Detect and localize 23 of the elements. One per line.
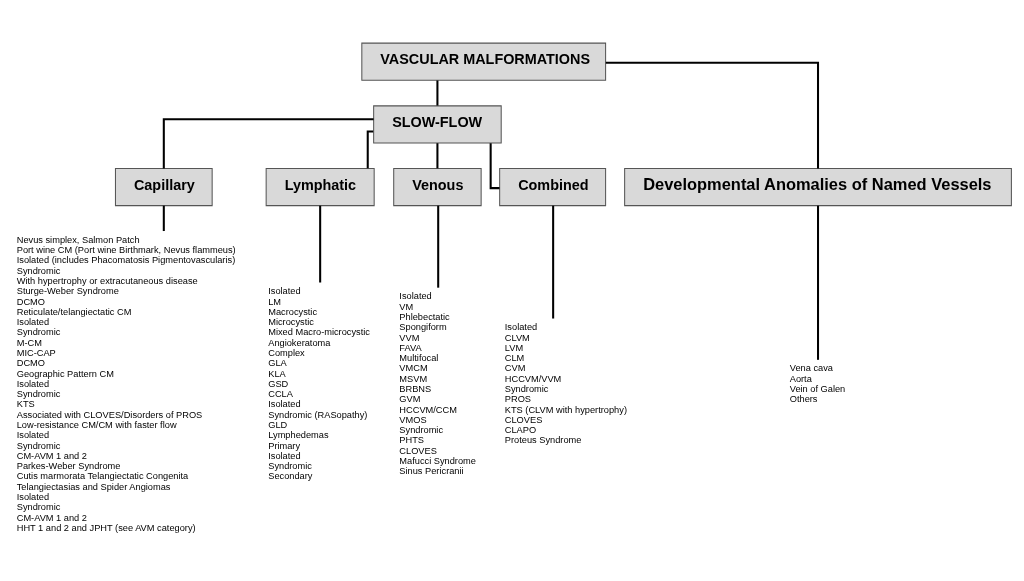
node-text: Isolated CLVM LVM CLM CVM HCCVM/VVM Syndromic PROS KTS (CLVM with hypertrophy) CLOVES CLAPO Proteus Syndrome <box>504 322 627 446</box>
node-box: Capillary <box>114 168 213 207</box>
connector <box>162 118 374 169</box>
connector <box>552 205 555 319</box>
node-box: SLOW-FLOW <box>373 105 502 144</box>
connector <box>817 205 820 360</box>
connector <box>437 205 440 288</box>
connector <box>436 143 439 169</box>
node-text: Nevus simplex, Salmon Patch Port wine CM (Port wine Birthmark, Nevus flammeus) Isolated (includes Phacomatosis Pigmentovascularis) Syndromic With hypertrophy or extracutaneous disease Sturge-Weber Syndrome DCMO Reticulate/telangiectatic CM Isolated Syndromic M-CM MIC-CAP DCMO Geographic Pattern CM Isolated Syndromic KTS Associated with CLOVES/Disorders of PROS Low-resistance CM/CM with faster flow Isolated Syndromic CM-AVM 1 and 2 Parkes-Weber Syndrome Cutis marmorata Telangiectatic Congenita Telangiectasias and Spider Angiomas Isolated Syndromic CM-AVM 1 and 2 HHT 1 and 2 and JPHT (see AVM category) <box>16 234 236 533</box>
node-box: Lymphatic <box>265 168 375 207</box>
node-text: Isolated VM Phlebectatic Spongiform VVM FAVA Multifocal VMCM MSVM BRBNS GVM HCCVM/CCM VMOS Syndromic PHTS CLOVES Mafucci Syndrome Sinus Pericranii <box>399 291 476 477</box>
node-box: VASCULAR MALFORMATIONS <box>361 42 607 81</box>
connector <box>489 143 500 190</box>
connector <box>605 61 820 169</box>
connector <box>366 130 374 169</box>
connector <box>319 205 322 283</box>
node-box: Combined <box>499 168 607 207</box>
node-box: Venous <box>393 168 482 207</box>
node-text: Isolated LM Macrocystic Microcystic Mixed Macro-microcystic Angiokeratoma Complex GLA KLA GSD CCLA Isolated Syndromic (RASopathy) GLD Lymphedemas Primary Isolated Syndromic Secondary <box>268 286 370 482</box>
connector <box>436 80 439 106</box>
node-box: Developmental Anomalies of Named Vessels <box>624 168 1012 207</box>
connector <box>162 205 165 232</box>
node-text: Vena cava Aorta Vein of Galen Others <box>789 363 846 405</box>
